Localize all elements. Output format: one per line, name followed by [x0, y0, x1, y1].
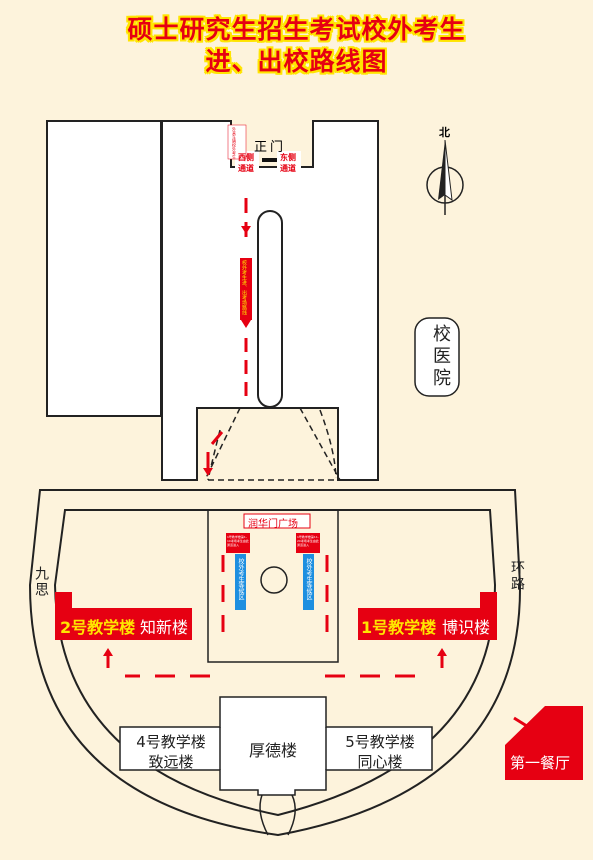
building-1-name: 博识楼	[442, 618, 491, 637]
building-2-name: 知新楼	[140, 618, 189, 637]
gate-east-label: 东侧	[280, 153, 296, 162]
plaza-right-blue-text: 校外考生等候区	[305, 558, 312, 600]
building-4-number: 4号教学楼	[136, 733, 206, 751]
plaza-left-sign	[226, 533, 250, 553]
road-east-label: 环路	[509, 560, 525, 592]
building-1-number: 1号教学楼	[361, 618, 437, 637]
hospital-label: 校医院	[430, 324, 451, 390]
plaza-right-sign	[296, 533, 320, 553]
road-island	[257, 210, 283, 408]
road-west-label: 九思	[33, 566, 49, 598]
bottom-complex	[119, 696, 433, 796]
ring-road-inner	[53, 509, 497, 817]
map-title-line2: 进、出校路线图	[205, 47, 388, 76]
building-2-number: 2号教学楼	[60, 618, 136, 637]
building-block-west	[46, 120, 162, 417]
building-5-name: 同心楼	[357, 753, 403, 771]
building-5-number: 5号教学楼	[345, 733, 415, 751]
gate-name: 正门	[254, 140, 287, 155]
gate-east-sub: 通道	[280, 164, 296, 173]
gate-west-sub: 通道	[238, 164, 254, 173]
plaza-right-blue	[303, 554, 314, 610]
building-4-name: 致远楼	[148, 753, 194, 771]
gate-east-sign	[277, 151, 301, 173]
plaza-right-sign-text: 1号教学楼第11-20考场考生由此通道进入	[297, 535, 319, 547]
gate-west-note-sign	[227, 124, 247, 160]
plaza-left-blue	[235, 554, 246, 610]
route-banner-text: 校外考生进、出考场路线	[241, 260, 247, 315]
gate-west-label: 西侧	[238, 153, 254, 162]
route-bottom	[106, 653, 444, 678]
map-title-line1: 硕士研究生招生考试校外考生	[127, 15, 466, 44]
building-1-shape	[358, 592, 497, 640]
north-arrow-icon	[426, 139, 464, 215]
canteen-entrance-mark	[513, 716, 531, 730]
south-gate-path	[259, 794, 296, 836]
plaza-fountain	[260, 566, 288, 594]
plaza-left-sign-text: 1号教学楼第1-10考场考生由此通道进入	[227, 535, 249, 547]
canteen-label: 第一餐厅	[510, 754, 571, 772]
hospital-box	[414, 317, 460, 397]
gate-bar	[262, 158, 282, 162]
hode-building-label: 厚德楼	[248, 741, 297, 760]
route-plaza	[221, 555, 329, 632]
plaza-dashed-path	[204, 407, 341, 481]
plaza-left-blue-text: 校外考生等候区	[237, 558, 244, 600]
compass-north-label: 北	[439, 126, 450, 139]
plaza-area	[207, 509, 339, 663]
plaza-label-box	[243, 513, 311, 529]
plaza-name: 润华门广场	[248, 519, 298, 530]
route-banner	[240, 258, 252, 320]
building-2-shape	[55, 592, 192, 640]
gate-west-note: 外来车辆校外考生	[232, 127, 237, 159]
canteen-shape	[505, 706, 583, 780]
ring-road-outer	[28, 489, 522, 837]
